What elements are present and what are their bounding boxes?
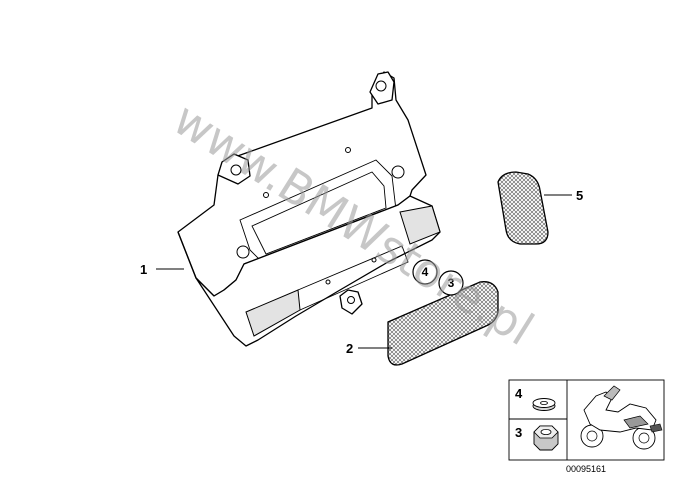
- callout-4-circle: 4: [412, 259, 438, 285]
- callout-3-label: 3: [448, 276, 455, 290]
- callout-5: 5: [544, 188, 583, 203]
- callout-1: 1: [140, 262, 184, 277]
- legend-box: 4 3 00095161: [508, 379, 665, 474]
- legend-item-3-label: 3: [515, 425, 522, 440]
- hex-nut-icon: [533, 425, 559, 451]
- license-plate-bracket: [177, 71, 441, 347]
- callout-5-label: 5: [576, 188, 583, 203]
- diagram-reference-number: 00095161: [566, 464, 606, 474]
- callout-4-label: 4: [422, 265, 429, 279]
- washer-icon: [532, 398, 556, 411]
- motorcycle-icon: [580, 385, 663, 450]
- rear-reflector: [387, 281, 499, 366]
- callout-3-circle: 3: [438, 270, 464, 296]
- callout-2: 2: [346, 341, 392, 356]
- side-reflector: [497, 171, 549, 245]
- callout-1-label: 1: [140, 262, 147, 277]
- legend-item-4-label: 4: [515, 386, 523, 401]
- callout-2-label: 2: [346, 341, 353, 356]
